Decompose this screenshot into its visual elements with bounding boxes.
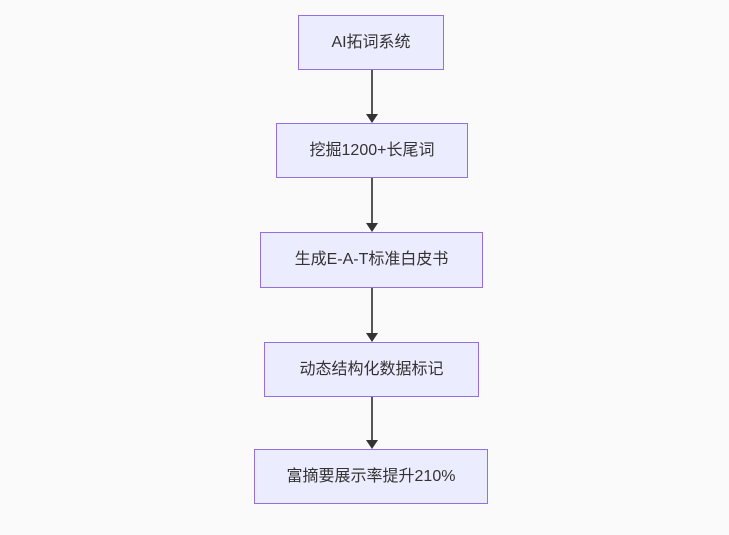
- flowchart-node-ai-word-expansion: AI拓词系统: [298, 15, 444, 70]
- arrow-down-icon: [365, 223, 378, 232]
- arrow-line: [370, 178, 373, 223]
- flowchart-node-longtail-mining: 挖掘1200+长尾词: [276, 123, 468, 178]
- node-label: 生成E-A-T标准白皮书: [294, 251, 449, 268]
- arrow-line: [370, 70, 373, 114]
- arrow-down-icon: [365, 333, 378, 342]
- flow-arrow-1: [365, 70, 378, 123]
- flow-arrow-4: [365, 397, 378, 449]
- arrow-down-icon: [365, 440, 378, 449]
- arrow-line: [370, 397, 373, 440]
- node-label: AI拓词系统: [331, 33, 411, 51]
- flowchart-node-eat-whitepaper: 生成E-A-T标准白皮书: [260, 232, 483, 288]
- flowchart-node-structured-data: 动态结构化数据标记: [264, 342, 479, 397]
- node-label: 动态结构化数据标记: [299, 360, 444, 378]
- flow-arrow-3: [365, 288, 378, 342]
- arrow-down-icon: [365, 114, 378, 123]
- flow-arrow-2: [365, 178, 378, 232]
- flowchart-node-rich-snippet-result: 富摘要展示率提升210%: [254, 449, 488, 504]
- arrow-line: [370, 288, 373, 333]
- node-label: 挖掘1200+长尾词: [309, 141, 435, 159]
- node-label: 富摘要展示率提升210%: [286, 467, 456, 485]
